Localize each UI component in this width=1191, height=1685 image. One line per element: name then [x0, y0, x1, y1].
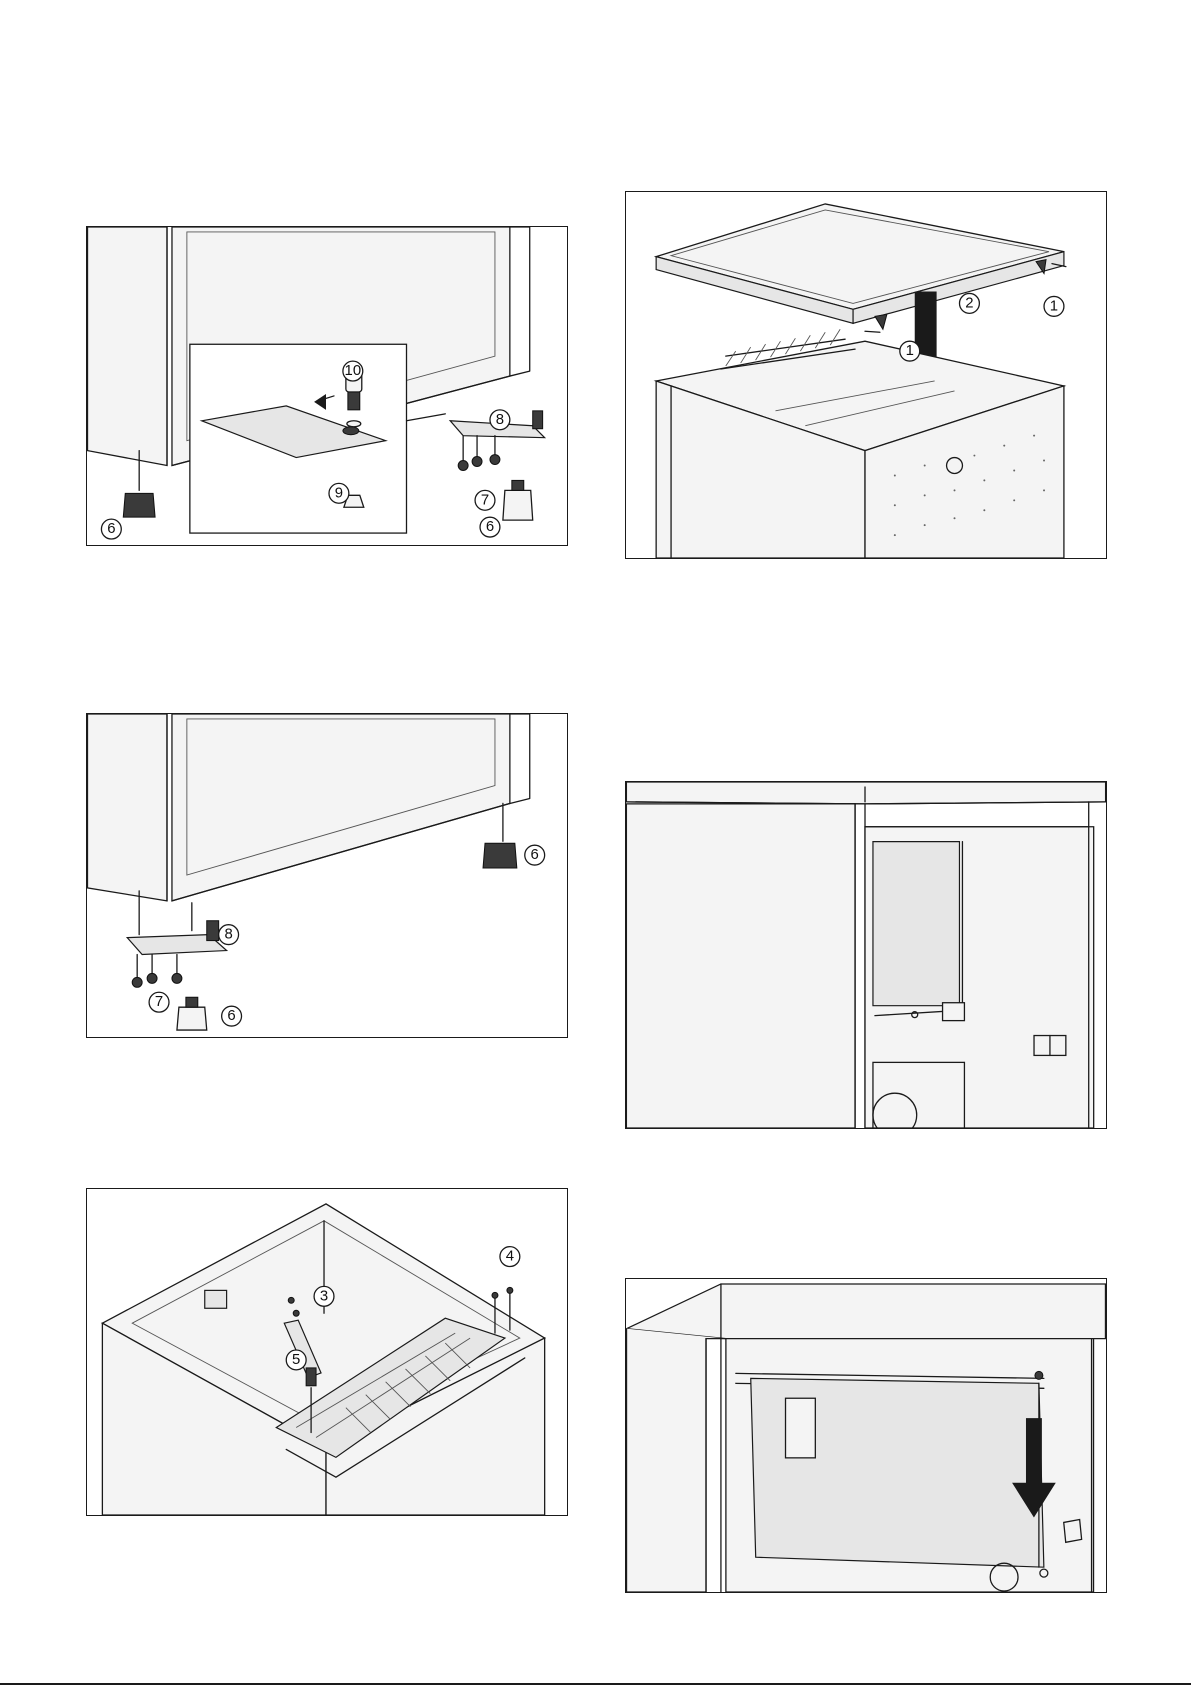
- illustration-lid-removal: 2 1 1: [626, 192, 1106, 558]
- callout-9: 9: [335, 485, 343, 501]
- callout-10: 10: [345, 363, 362, 379]
- callout-5: 5: [292, 1352, 300, 1368]
- illustration-hinge-bottom: 10 8 9 7 6 6: [87, 227, 567, 545]
- footer-rule: [0, 1683, 1191, 1685]
- panel-freezer-compartment: [625, 781, 1107, 1129]
- illustration-freezer-compartment: [626, 782, 1106, 1128]
- illustration-freezer-flap: [626, 1279, 1106, 1592]
- callout-1-left: 1: [906, 343, 914, 359]
- illustration-top-hinge: 4 3 5: [87, 1189, 567, 1515]
- callout-8: 8: [224, 927, 232, 943]
- callout-1-right: 1: [1050, 298, 1058, 314]
- callout-3: 3: [320, 1288, 328, 1304]
- callout-8: 8: [496, 412, 504, 428]
- callout-6-bottom: 6: [227, 1008, 235, 1024]
- callout-6-right: 6: [531, 847, 539, 863]
- panel-top-hinge: 4 3 5: [86, 1188, 568, 1516]
- panel-lid-removal: 2 1 1: [625, 191, 1107, 559]
- panel-freezer-flap: [625, 1278, 1107, 1593]
- callout-7: 7: [481, 492, 489, 508]
- illustration-hinge-moved: 6 8 7 6: [87, 714, 567, 1037]
- callout-4: 4: [506, 1249, 514, 1265]
- callout-2: 2: [965, 295, 973, 311]
- panel-hinge-bottom: 10 8 9 7 6 6: [86, 226, 568, 546]
- callout-6-left: 6: [107, 521, 115, 537]
- callout-6-right: 6: [486, 519, 494, 535]
- callout-7: 7: [155, 994, 163, 1010]
- panel-hinge-moved: 6 8 7 6: [86, 713, 568, 1038]
